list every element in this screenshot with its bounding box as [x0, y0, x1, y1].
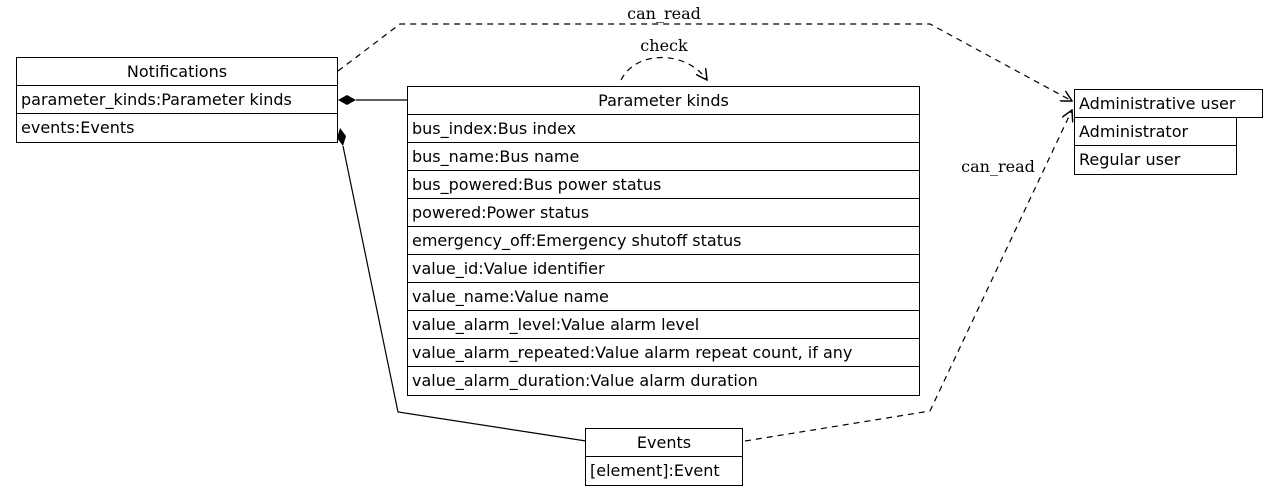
- class-title-events: Events: [586, 429, 742, 457]
- class-attribute: value_alarm_repeated:Value alarm repeat …: [408, 339, 919, 367]
- class-attribute: bus_name:Bus name: [408, 143, 919, 171]
- edge-events-can-read-admin: [744, 110, 1072, 442]
- edge-label-check: check: [640, 36, 688, 55]
- class-attribute: value_name:Value name: [408, 283, 919, 311]
- composition-diamond-events: [337, 128, 346, 146]
- class-title-box-administrative-user: Administrative user: [1074, 89, 1263, 118]
- edge-label-can-read-top: can_read: [627, 4, 701, 23]
- class-title-parameter-kinds: Parameter kinds: [408, 87, 919, 115]
- class-body-administrative-user: Administrator Regular user: [1074, 117, 1237, 175]
- class-attribute: value_alarm_level:Value alarm level: [408, 311, 919, 339]
- class-attribute: emergency_off:Emergency shutoff status: [408, 227, 919, 255]
- class-attribute: events:Events: [21, 118, 135, 137]
- edge-label-can-read-side: can_read: [961, 157, 1035, 176]
- class-attribute: parameter_kinds:Parameter kinds: [17, 86, 337, 114]
- class-administrative-user[interactable]: Administrative user Administrator Regula…: [1074, 89, 1263, 175]
- class-attribute: powered:Power status: [408, 199, 919, 227]
- edge-notifications-can-read-admin: [337, 23, 1072, 101]
- class-parameter-kinds[interactable]: Parameter kinds bus_index:Bus index bus_…: [407, 86, 920, 396]
- class-title-notifications: Notifications: [17, 58, 337, 86]
- edge-notifications-events: [342, 145, 587, 442]
- edge-parameter-kinds-check-self: [620, 57, 707, 81]
- class-events[interactable]: Events [element]:Event: [585, 428, 743, 486]
- composition-diamond-parameter-kinds: [338, 95, 356, 105]
- class-attribute: [element]:Event: [590, 461, 720, 480]
- class-attribute: value_alarm_duration:Value alarm duratio…: [412, 371, 758, 390]
- class-attribute: bus_index:Bus index: [408, 115, 919, 143]
- class-notifications[interactable]: Notifications parameter_kinds:Parameter …: [16, 57, 338, 143]
- class-attribute: Administrator: [1075, 118, 1236, 146]
- class-attribute: value_id:Value identifier: [408, 255, 919, 283]
- class-title-administrative-user: Administrative user: [1079, 94, 1236, 113]
- class-attribute: bus_powered:Bus power status: [408, 171, 919, 199]
- class-attribute: Regular user: [1079, 150, 1181, 169]
